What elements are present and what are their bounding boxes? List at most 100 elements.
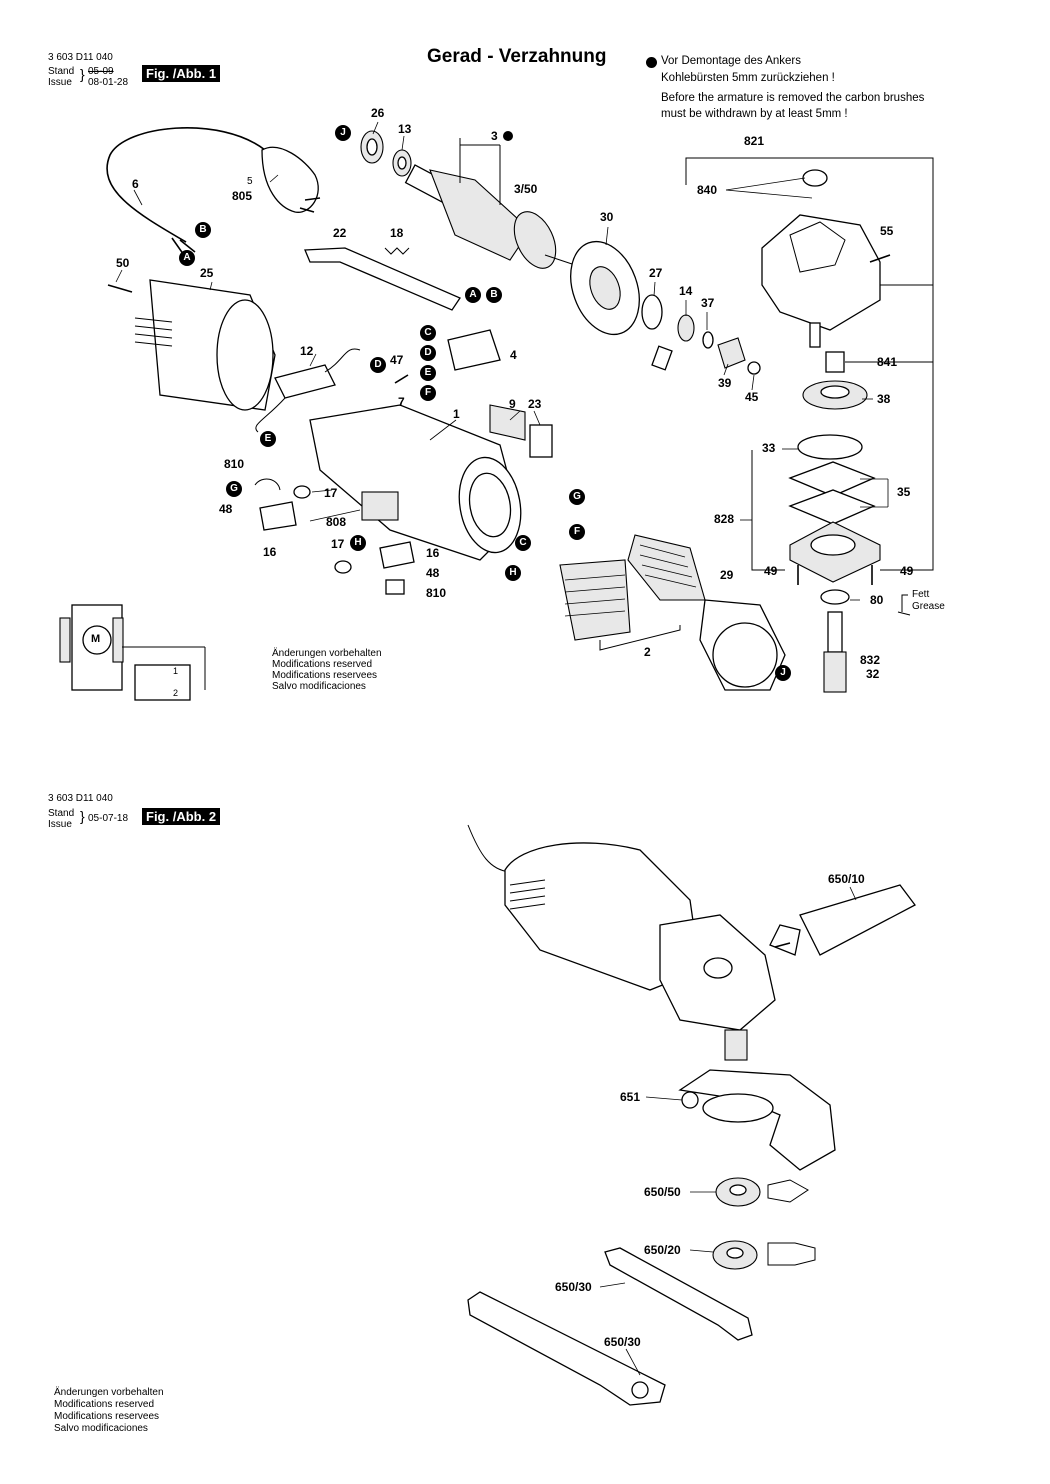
brush-holder-16: [259, 501, 297, 531]
grease-label: Grease: [912, 601, 945, 612]
spring-17b: [334, 560, 352, 574]
fig1-brace: }: [80, 66, 85, 82]
spring-17: [293, 485, 311, 499]
fan-bracket-30: [570, 240, 640, 336]
connector-badge-b: B: [195, 222, 211, 238]
fig1-part-number: 3 603 D11 040: [48, 52, 113, 63]
part-label: 27: [649, 266, 663, 280]
part-label: 38: [877, 392, 891, 406]
bearing-13: [392, 149, 412, 177]
flange-icon-1: [767, 1179, 809, 1203]
lever-22: [304, 247, 461, 311]
part-label: 5: [247, 176, 253, 187]
note-en-2: must be withdrawn by at least 5mm !: [661, 108, 848, 120]
bearing-flange-828: [789, 521, 881, 583]
gear-housing: [761, 169, 881, 348]
connector-badge-a: A: [465, 287, 481, 303]
capacitor-12: [274, 364, 336, 399]
part-label: 26: [371, 106, 385, 120]
connector-badge-g: G: [226, 481, 242, 497]
wiring-diagram: [59, 604, 206, 701]
part-label: 650/10: [828, 872, 865, 886]
motor-housing-1: [309, 404, 522, 561]
fig2-issue-label: Issue: [48, 819, 72, 830]
reserved-fr: Modifications reservees: [272, 670, 378, 681]
bracket-828: [751, 450, 785, 571]
auxiliary-handle: [769, 884, 916, 956]
screw-47: [394, 374, 409, 384]
part-23: [529, 424, 553, 458]
part-label: 49: [900, 564, 914, 578]
brush-810: [254, 478, 281, 491]
part-label: 48: [426, 566, 440, 580]
part-label: 840: [697, 183, 718, 197]
washer-80: [820, 589, 850, 605]
part-label: 37: [701, 296, 715, 310]
part-label: 650/30: [555, 1280, 592, 1294]
part-label: 1: [453, 407, 460, 421]
note-de-1: Vor Demontage des Ankers: [661, 55, 801, 67]
part-label: 80: [870, 593, 884, 607]
part-label: 4: [510, 348, 517, 362]
plate-9: [489, 404, 526, 441]
fig2-issue-date: 05-07-18: [88, 813, 129, 824]
part-label: 16: [263, 545, 277, 559]
bevel-gear-38: [802, 351, 868, 410]
connector-badge-g: G: [569, 489, 585, 505]
fig2-stand-label: Stand: [48, 808, 75, 819]
part-label: 48: [219, 502, 233, 516]
part-label: 3/50: [514, 182, 538, 196]
part-label: 6: [132, 177, 139, 191]
nut-45: [747, 361, 761, 375]
part-label: 2: [644, 645, 651, 659]
brush-810b: [385, 579, 405, 595]
connector-badge-c: C: [515, 535, 531, 551]
fig2-tag: Fig. /Abb. 2: [142, 808, 221, 825]
key-part: [651, 345, 673, 371]
armature: [404, 164, 576, 269]
spindle-32: [823, 611, 847, 693]
connector-badge-f: F: [569, 524, 585, 540]
fig1-issue-label: Issue: [48, 77, 72, 88]
reserved-en: Modifications reserved: [54, 1399, 155, 1410]
reserved-fr: Modifications reservees: [54, 1411, 160, 1422]
reserved-en: Modifications reserved: [272, 659, 373, 670]
part-label: 810: [426, 586, 447, 600]
part-label: 650/50: [644, 1185, 681, 1199]
connector-badge-j: J: [775, 665, 791, 681]
part-label: 17: [324, 486, 338, 500]
nut-icon: [767, 1242, 816, 1266]
wheel-guard-651: [678, 1069, 836, 1171]
connector-badge-d: D: [370, 357, 386, 373]
plate-35a: [788, 461, 876, 497]
screw-55: [869, 254, 891, 263]
part-label: 55: [880, 224, 894, 238]
wrench-650-30b: [467, 1291, 666, 1406]
fig1-stand-label: Stand: [48, 66, 75, 77]
part-label: 832: [860, 653, 881, 667]
fig1-title: Gerad - Verzahnung: [427, 46, 607, 67]
spring-18: [384, 247, 410, 255]
connector-badge-e: E: [420, 365, 436, 381]
field-coil-2: [559, 534, 706, 641]
reserved-de: Änderungen vorbehalten: [272, 648, 382, 659]
part-label: 39: [718, 376, 732, 390]
fig1-issue-date: 08-01-28: [88, 77, 129, 88]
leader-lines: [115, 121, 889, 601]
pinion-39: [717, 337, 746, 369]
part-label: 32: [866, 667, 880, 681]
bracket-821: [685, 157, 934, 571]
part-label: 18: [390, 226, 404, 240]
note-bullet-icon: [646, 57, 657, 68]
part-label: 805: [232, 189, 253, 203]
reserved-de: Änderungen vorbehalten: [54, 1387, 164, 1398]
part-label: 49: [764, 564, 778, 578]
part-label: 650/30: [604, 1335, 641, 1349]
part-label: 30: [600, 210, 614, 224]
part-label: 12: [300, 344, 314, 358]
part-label: 33: [762, 441, 776, 455]
note-bullet-icon: [503, 131, 513, 141]
part-label: 3: [491, 129, 498, 143]
connector-badge-a: A: [179, 250, 195, 266]
